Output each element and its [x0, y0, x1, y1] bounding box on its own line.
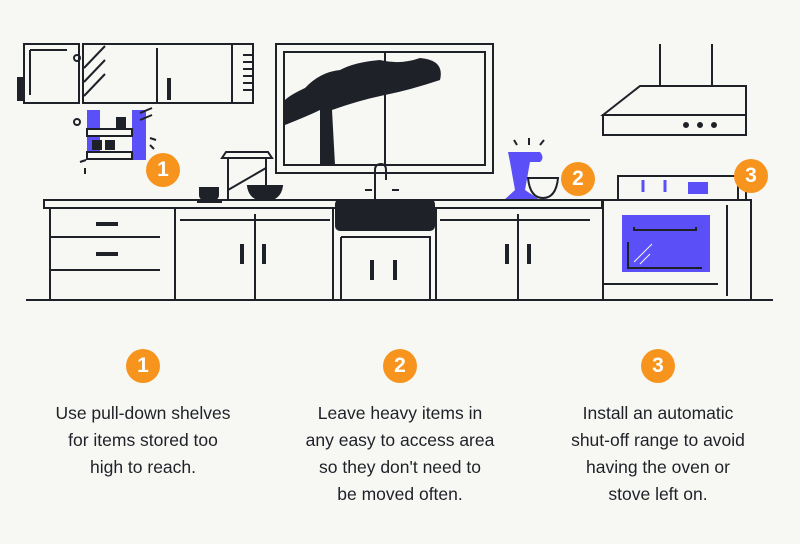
tip-text-1: Use pull-down shelves for items stored t…: [23, 400, 263, 481]
tip-line: be moved often.: [337, 484, 463, 504]
tip-number-badge-1: 1: [126, 349, 160, 383]
tip-line: high to reach.: [89, 457, 197, 477]
range-hood: [600, 44, 747, 136]
countertop-items: [197, 151, 399, 203]
tip-line: for items stored too: [68, 430, 218, 450]
marker-badge-1: 1: [146, 153, 180, 187]
stand-mixer: [504, 138, 560, 200]
stove: [602, 175, 752, 301]
tip-line: having the oven or: [586, 457, 730, 477]
marker-badge-2: 2: [561, 162, 595, 196]
marker-badge-3: 3: [734, 159, 768, 193]
tip-line: Install an automatic: [582, 403, 734, 423]
tip-text-3: Install an automatic shut-off range to a…: [538, 400, 778, 508]
pull-down-shelf: [79, 107, 157, 174]
tip-line: Use pull-down shelves: [55, 403, 231, 423]
tip-line: stove left on.: [608, 484, 708, 504]
window: [275, 43, 494, 174]
tip-text-2: Leave heavy items in any easy to access …: [280, 400, 520, 508]
tip-number-badge-2: 2: [383, 349, 417, 383]
tip-line: shut-off range to avoid: [571, 430, 745, 450]
upper-cabinets: [17, 43, 254, 126]
kitchen-illustration: [17, 43, 773, 301]
tip-line: so they don't need to: [319, 457, 481, 477]
tip-line: any easy to access area: [305, 430, 495, 450]
tip-number-badge-3: 3: [641, 349, 675, 383]
tip-line: Leave heavy items in: [317, 403, 483, 423]
